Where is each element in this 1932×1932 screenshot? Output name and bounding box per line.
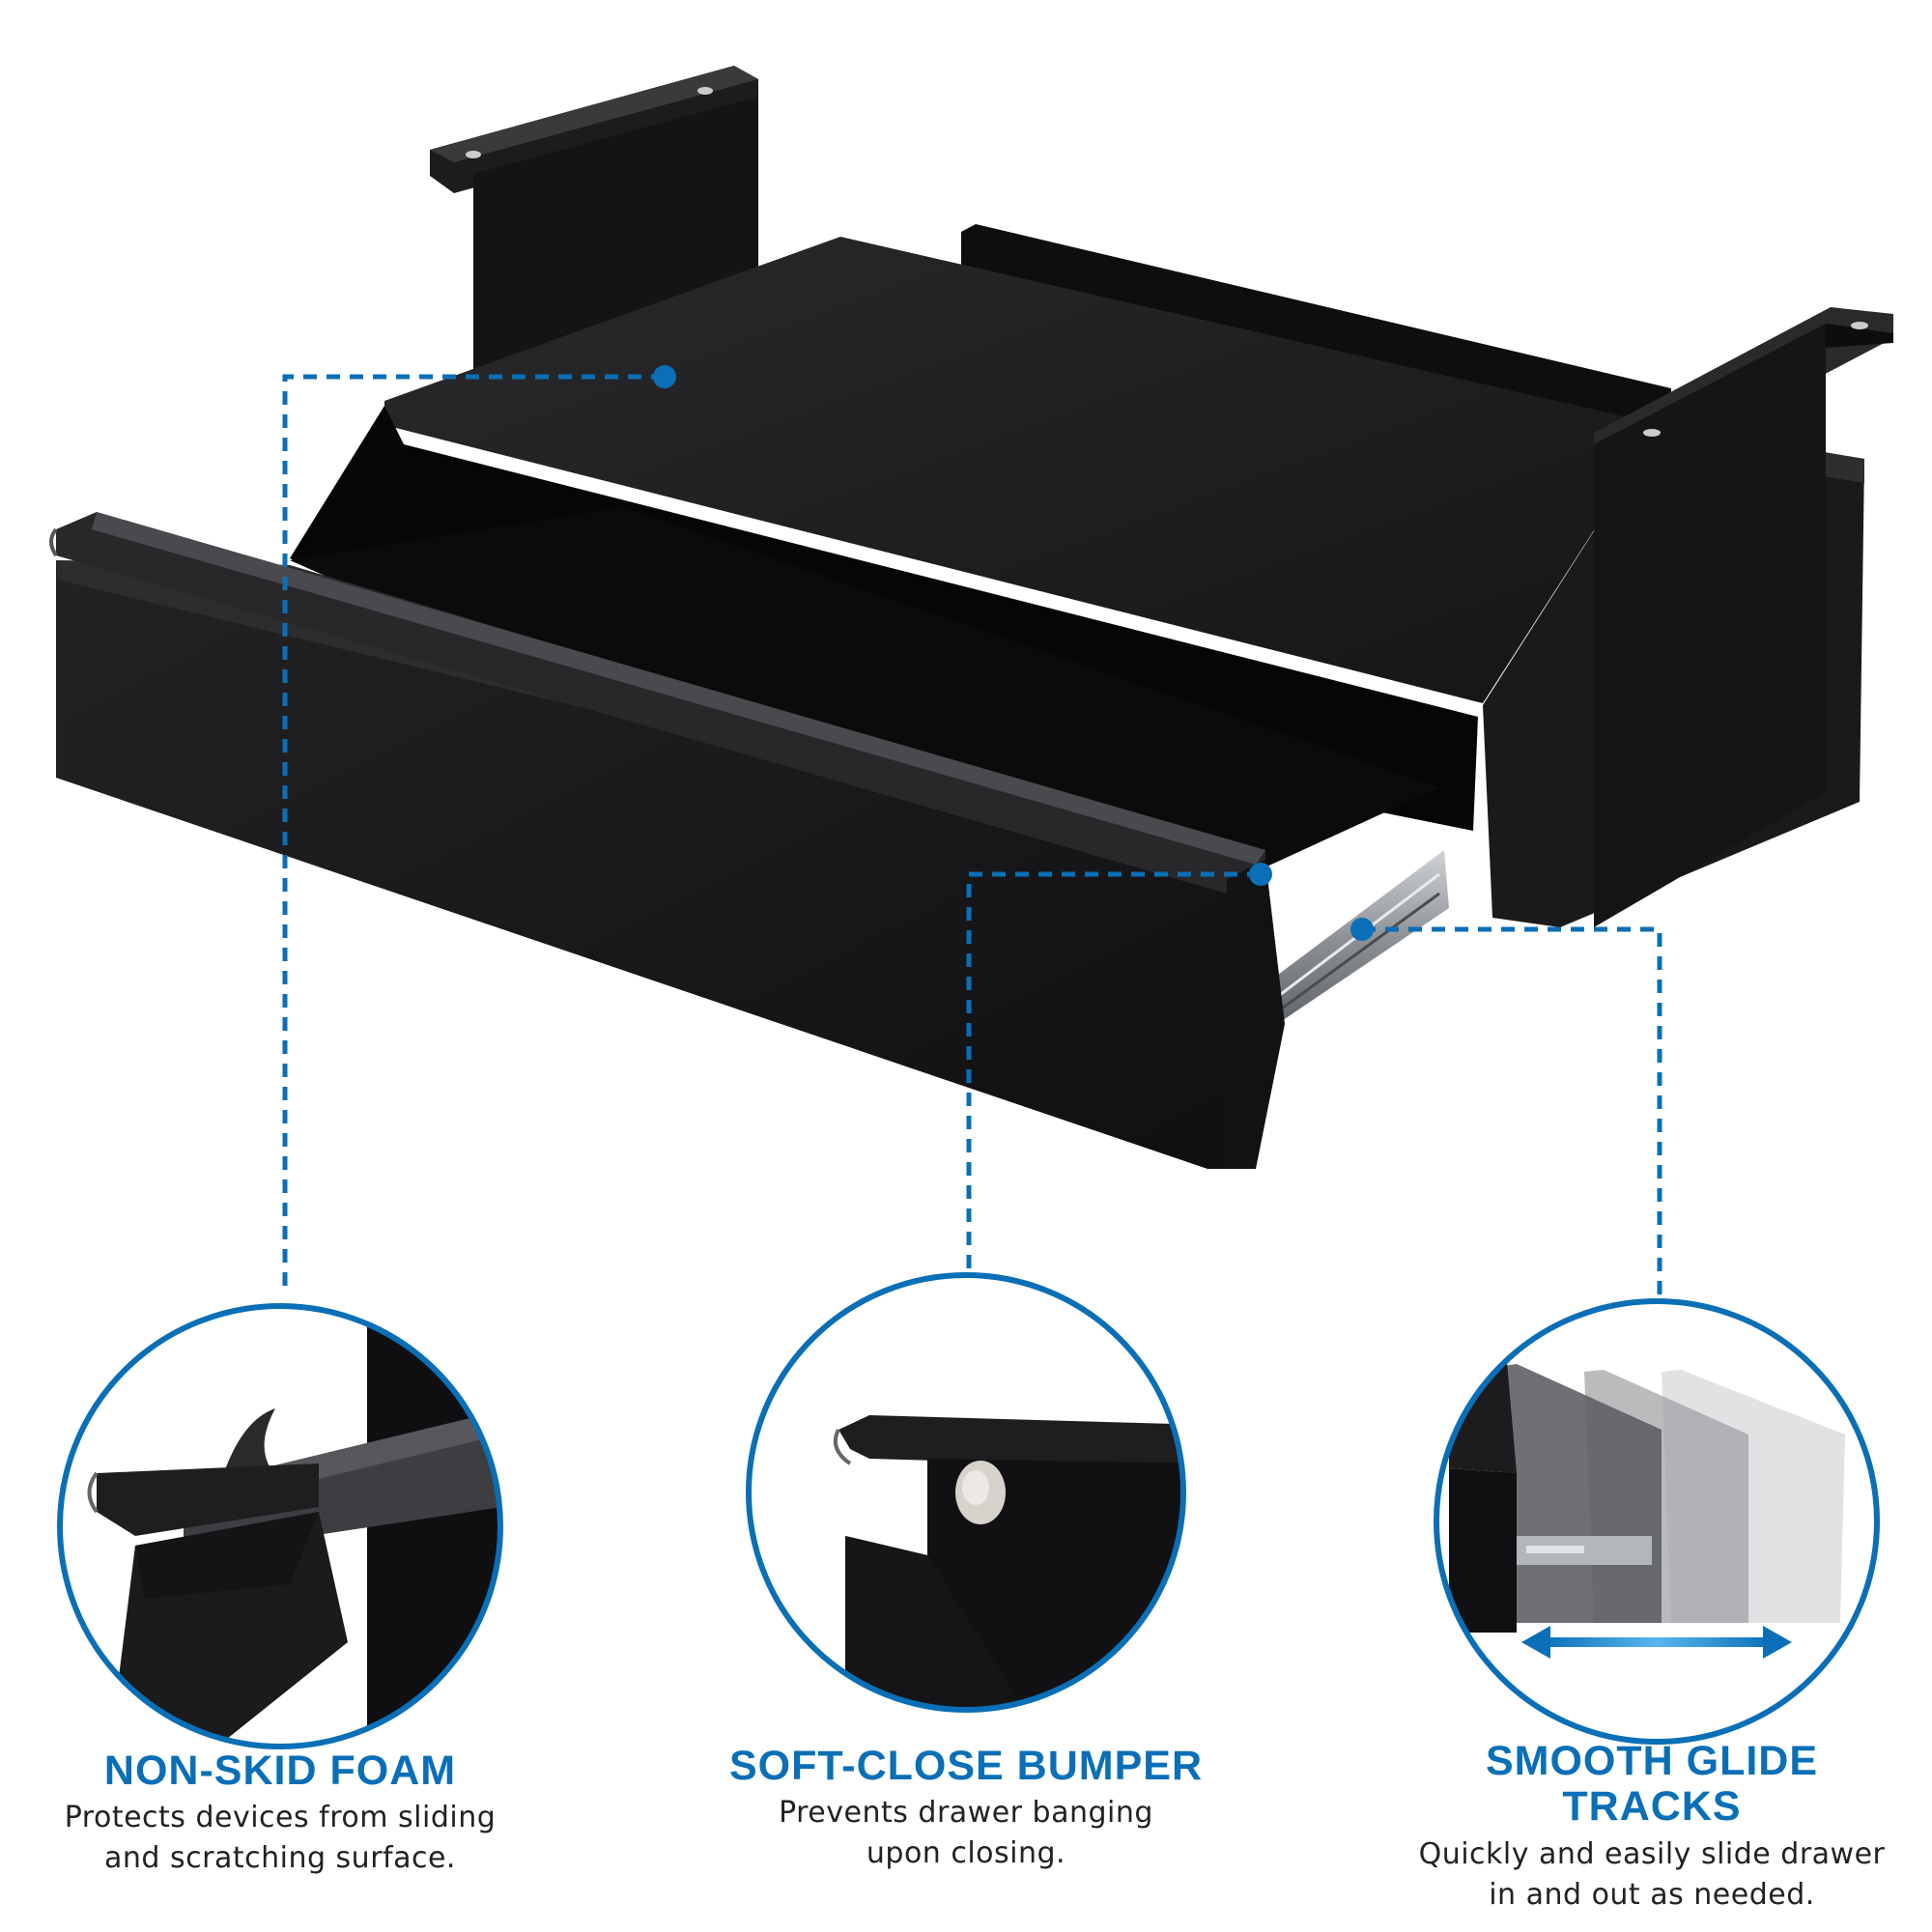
feature-title: SMOOTH GLIDE TRACKS — [1485, 1738, 1819, 1831]
drawer-right-end — [1222, 860, 1285, 1169]
feature-caption-tracks: SMOOTH GLIDE TRACKS Quickly and easily s… — [1391, 1738, 1913, 1916]
detail-circle-tracks — [1434, 1298, 1880, 1745]
feature-caption-bumper: SOFT-CLOSE BUMPER Prevents drawer bangin… — [715, 1743, 1217, 1874]
leader-bumper — [966, 871, 1261, 1275]
feature-description-line: Quickly and easily slide drawer — [1418, 1836, 1886, 1871]
callout-dot-tracks — [1350, 918, 1374, 941]
feature-description-line: Prevents drawer banging — [779, 1796, 1153, 1831]
housing-top — [384, 237, 1662, 703]
callout-dot-bumper — [1249, 863, 1272, 886]
detail-circle-foam — [57, 1303, 503, 1749]
leader-tracks — [1362, 926, 1662, 1299]
detail-circle-bumper — [746, 1272, 1186, 1713]
callout-leaders — [282, 374, 1662, 1299]
double-arrow-icon — [1521, 1626, 1792, 1659]
drawer-unit — [49, 66, 1893, 1169]
feature-description-line: and scratching surface. — [104, 1841, 456, 1876]
feature-description-line: in and out as needed. — [1489, 1877, 1815, 1912]
feature-description-line: Protects devices from sliding — [64, 1801, 497, 1835]
feature-title: NON-SKID FOAM — [103, 1747, 457, 1794]
right-mounting-bracket — [1594, 307, 1893, 927]
feature-description-line: upon closing. — [866, 1836, 1066, 1871]
feature-caption-foam: NON-SKID FOAM Protects devices from slid… — [39, 1747, 522, 1879]
drawer-front — [56, 560, 1256, 1169]
drawer-handle — [49, 512, 1265, 894]
callout-dot-foam — [653, 365, 676, 388]
leader-foam — [282, 374, 665, 1294]
feature-title: SOFT-CLOSE BUMPER — [728, 1743, 1204, 1789]
